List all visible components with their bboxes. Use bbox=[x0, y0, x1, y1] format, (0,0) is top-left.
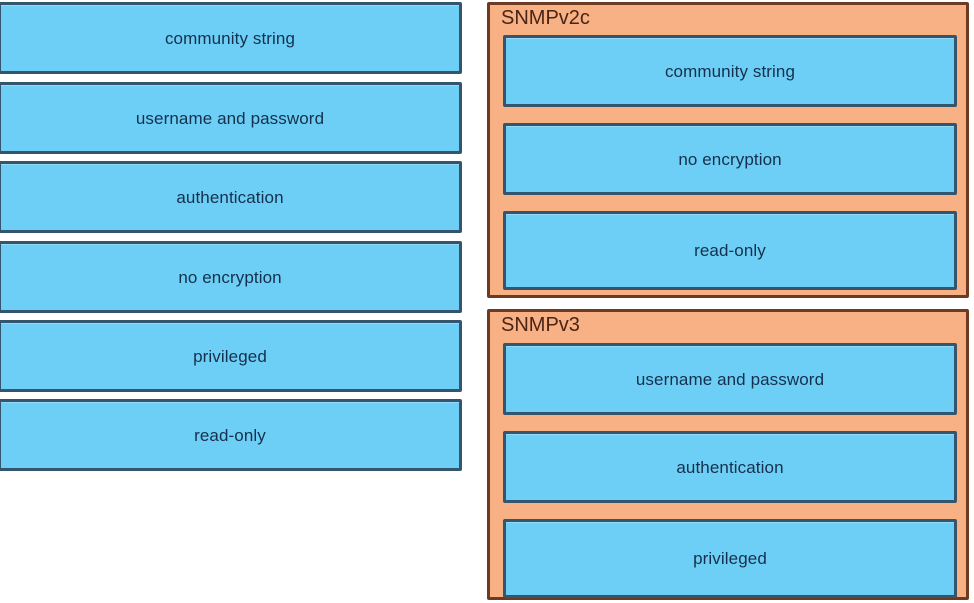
dropped-tile-label: community string bbox=[664, 61, 796, 81]
dropped-tile-label: authentication bbox=[676, 457, 784, 477]
dropped-tile-label: read-only bbox=[694, 241, 766, 260]
source-tile-no-encryption[interactable]: no encryption bbox=[0, 241, 462, 313]
drop-zone-snmpv3[interactable]: SNMPv3 username and password authenticat… bbox=[487, 309, 969, 600]
source-tile-authentication[interactable]: authentication bbox=[0, 161, 462, 233]
source-tile-label: username and password bbox=[135, 108, 325, 128]
panel-title-snmpv3: SNMPv3 bbox=[501, 314, 580, 336]
dropped-tile-community-string[interactable]: community string bbox=[503, 35, 957, 107]
source-tile-username-and-password[interactable]: username and password bbox=[0, 82, 462, 154]
source-tile-label: authentication bbox=[176, 187, 284, 207]
answer-choices-pool: community string username and password a… bbox=[0, 0, 464, 474]
source-tile-label: community string bbox=[164, 28, 296, 48]
dropped-tile-authentication[interactable]: authentication bbox=[503, 431, 957, 503]
source-tile-label: privileged bbox=[193, 346, 267, 366]
dropped-tile-no-encryption[interactable]: no encryption bbox=[503, 123, 957, 195]
source-tile-read-only[interactable]: read-only bbox=[0, 399, 462, 471]
source-tile-community-string[interactable]: community string bbox=[0, 2, 462, 74]
drop-zone-snmpv2c[interactable]: SNMPv2c community string no encryption r… bbox=[487, 2, 969, 298]
dropped-tile-privileged[interactable]: privileged bbox=[503, 519, 957, 598]
panel-title-snmpv2c: SNMPv2c bbox=[501, 7, 590, 29]
source-tile-label: read-only bbox=[194, 425, 266, 445]
dropped-tile-label: no encryption bbox=[678, 149, 782, 169]
dropped-tile-label: username and password bbox=[635, 369, 825, 389]
dropped-tile-username-and-password[interactable]: username and password bbox=[503, 343, 957, 415]
source-tile-privileged[interactable]: privileged bbox=[0, 320, 462, 392]
dropped-tile-label: privileged bbox=[693, 549, 767, 568]
source-tile-label: no encryption bbox=[178, 267, 282, 287]
dropped-tile-read-only[interactable]: read-only bbox=[503, 211, 957, 290]
